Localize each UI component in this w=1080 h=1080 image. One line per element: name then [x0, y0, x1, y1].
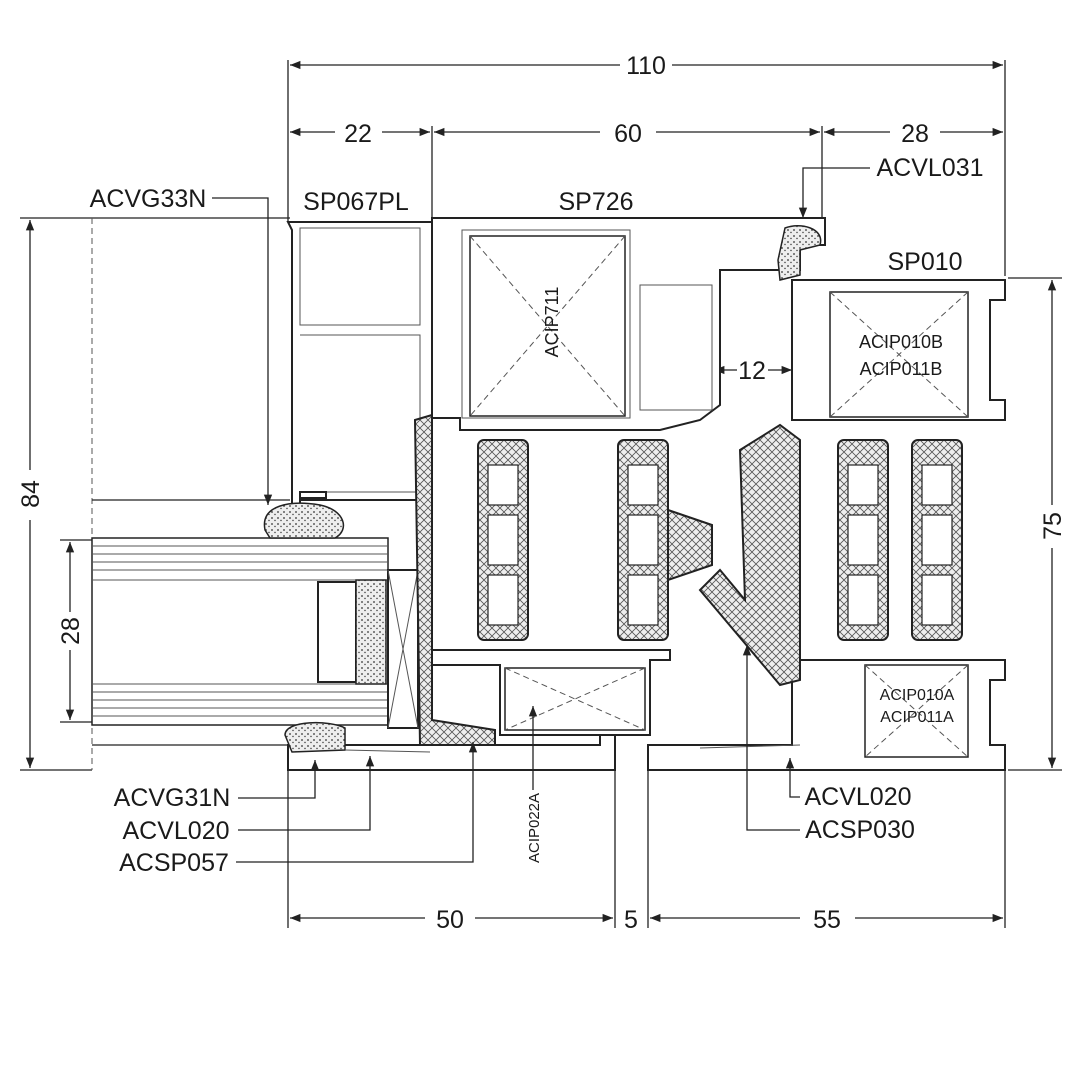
dim-overall-height: 84: [17, 480, 45, 508]
label-acip010a: ACIP010A: [880, 687, 955, 704]
dim-bottom-middle: 5: [624, 906, 638, 934]
label-acvl020-left: ACVL020: [122, 817, 229, 845]
dim-overall-width: 110: [626, 52, 666, 80]
dim-top-left: 22: [344, 120, 372, 148]
label-acvg33n: ACVG33N: [90, 185, 207, 213]
label-acip010b: ACIP010B: [859, 332, 943, 352]
label-sp067pl: SP067PL: [303, 188, 409, 216]
dim-top-middle: 60: [614, 120, 642, 148]
dimension-lines: [20, 60, 1062, 928]
label-sp010: SP010: [887, 248, 962, 276]
gaskets: [263, 224, 822, 753]
label-acsp030: ACSP030: [805, 816, 915, 844]
label-sp726: SP726: [558, 188, 633, 216]
label-acvl031: ACVL031: [876, 154, 983, 182]
insulation-boxes: [469, 235, 969, 758]
label-acvg31n: ACVG31N: [114, 784, 231, 812]
leader-lines: [212, 167, 870, 863]
label-acip711: ACIP711: [542, 287, 562, 358]
label-acip011b: ACIP011B: [860, 359, 943, 379]
label-acvl020-right: ACVL020: [804, 783, 911, 811]
dim-bottom-left: 50: [436, 906, 464, 934]
dim-glass-thickness: 28: [57, 617, 85, 645]
dim-bottom-right: 55: [813, 906, 841, 934]
label-acsp057: ACSP057: [119, 849, 229, 877]
thermal-breaks: [413, 413, 963, 746]
glass-unit: [91, 218, 419, 770]
dim-frame-height: 75: [1039, 512, 1067, 540]
label-acip011a: ACIP011A: [880, 709, 954, 726]
dim-top-right: 28: [901, 120, 929, 148]
dim-inner-gap: 12: [738, 357, 766, 385]
label-acip022a: ACIP022A: [526, 793, 543, 863]
